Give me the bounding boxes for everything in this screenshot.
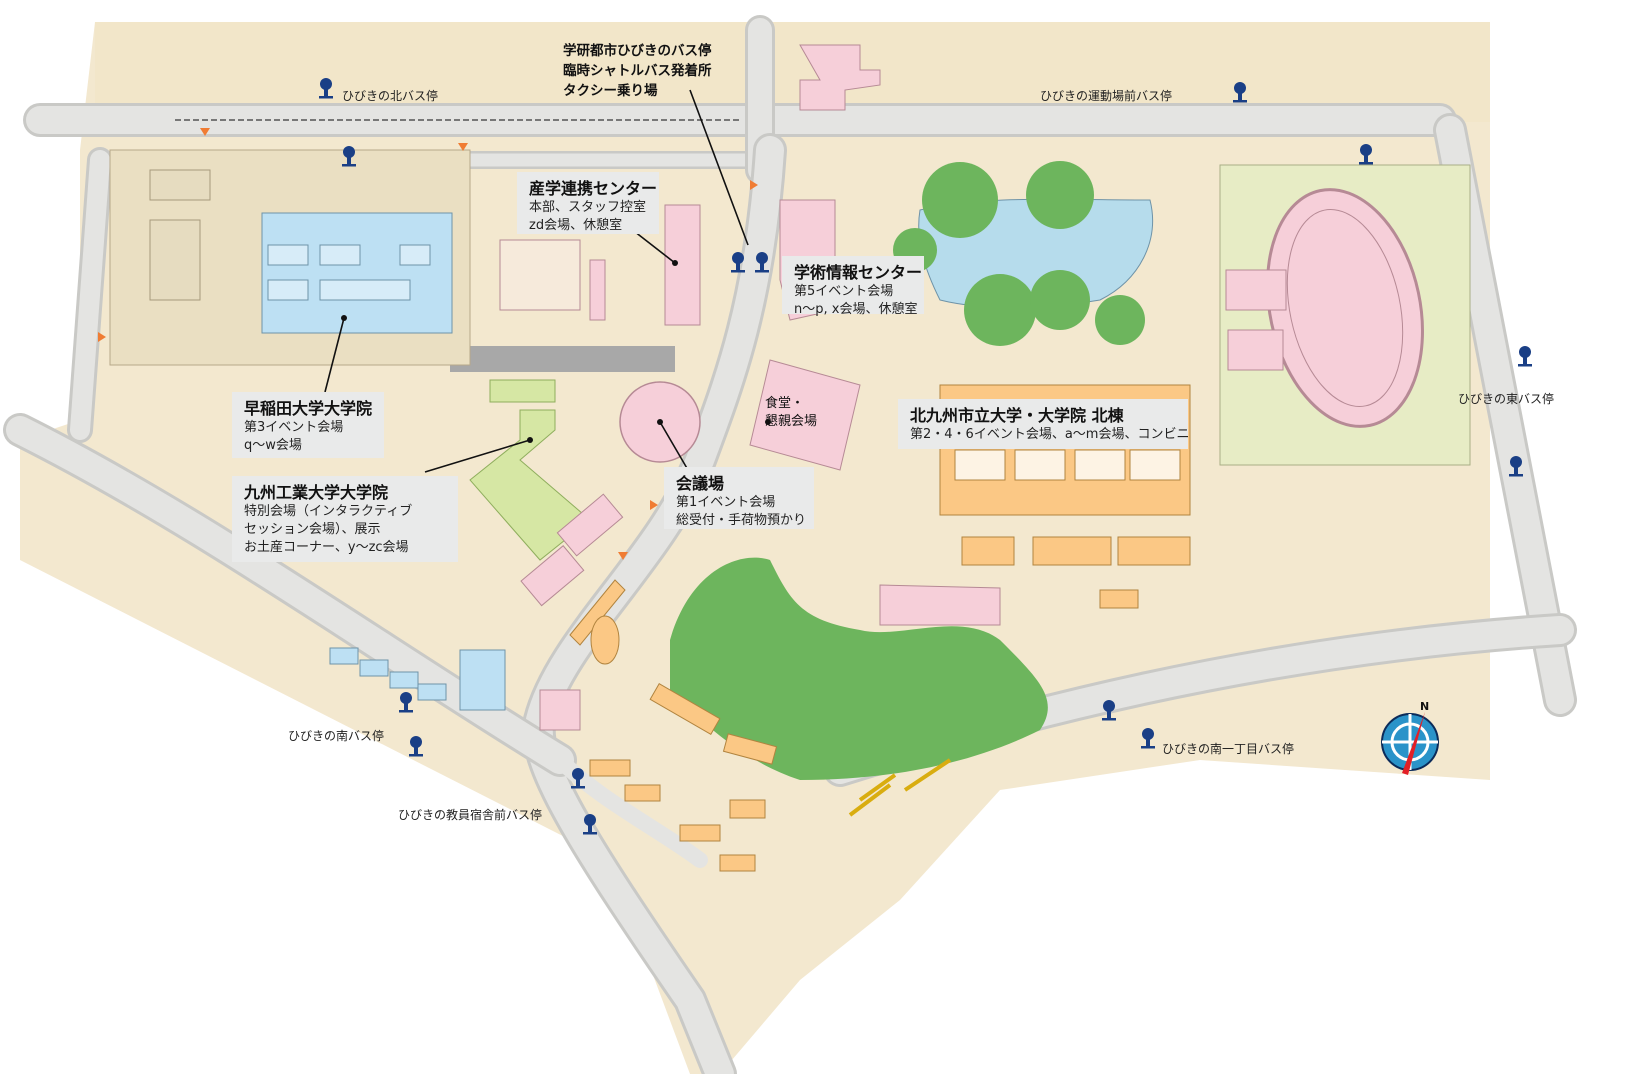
- callout-waseda[interactable]: 早稲田大学大学院 第3イベント会場 q～w会場: [232, 392, 384, 458]
- bus-stop-label: ひびきの教員宿舎前バス停: [398, 808, 543, 822]
- leader-lines: [324, 89, 749, 473]
- shuttle-line-2: 臨時シャトルバス発着所: [563, 63, 712, 79]
- waseda-complex: [109, 149, 471, 366]
- callout-title: 早稲田大学大学院: [244, 399, 373, 418]
- callout-line: セッション会場）、展示: [244, 522, 381, 537]
- athletic-track: [1219, 164, 1471, 466]
- callout-title: 九州工業大学大学院: [244, 483, 389, 502]
- bus-pin-icon[interactable]: [409, 736, 423, 757]
- north-forest: [893, 161, 1145, 346]
- bus-pin-icon[interactable]: [399, 692, 413, 713]
- callout-line: n～p, x会場、休憩室: [794, 302, 918, 317]
- kyutech-annex: [489, 379, 556, 403]
- bus-pin-icon[interactable]: [755, 252, 769, 273]
- compass-label: N: [1420, 700, 1429, 713]
- south-east-yellow: [848, 758, 952, 817]
- bus-pin-icon[interactable]: [1102, 700, 1116, 721]
- south-forest: [670, 557, 1048, 780]
- bus-pin-icon[interactable]: [1233, 82, 1247, 103]
- shuttle-line-3: タクシー乗り場: [563, 83, 658, 99]
- north-building-south-wing: [961, 536, 1191, 609]
- bus-stop-label: ひびきの運動場前バス停: [1040, 89, 1173, 103]
- compass[interactable]: N: [1381, 700, 1439, 775]
- callout-kitakyushu[interactable]: 北九州市立大学・大学院 北棟 第2・4・6イベント会場、a～m会場、コンビニ: [898, 399, 1190, 449]
- bus-pin-icon[interactable]: [583, 814, 597, 835]
- orange-markers: [98, 128, 758, 560]
- callout-line: 第3イベント会場: [244, 420, 344, 435]
- north-pink-building: [799, 44, 881, 111]
- bus-pin-icon[interactable]: [1518, 346, 1532, 367]
- cafeteria-label-1: 食堂・: [765, 396, 805, 411]
- callout-kaigijo[interactable]: 会議場 第1イベント会場 総受付・手荷物預かり: [664, 467, 814, 529]
- pink-south-of-north: [879, 584, 1001, 626]
- south-small-blue: [329, 647, 447, 701]
- bus-pin-icon[interactable]: [319, 78, 333, 99]
- shuttle-line-1: 学研都市ひびきのバス停: [563, 43, 712, 59]
- kyutech-building: [469, 409, 591, 561]
- callout-line: お土産コーナー、y～zc会場: [244, 540, 409, 555]
- pink-buildings-west: [499, 204, 701, 731]
- cafeteria-label-2: 懇親会場: [765, 414, 818, 429]
- north-building-blocks: [954, 449, 1181, 481]
- bus-stop-label: ひびきの南一丁目バス停: [1162, 742, 1295, 756]
- bus-pin-icon[interactable]: [1509, 456, 1523, 477]
- callout-title: 学術情報センター: [794, 263, 923, 282]
- callout-sangaku[interactable]: 産学連携センター 本部、スタッフ控室 zd会場、休憩室: [517, 172, 659, 234]
- callout-line: 特別会場（インタラクティブ: [244, 504, 413, 519]
- callout-line: 第2・4・6イベント会場、a～m会場、コンビニ: [910, 427, 1190, 442]
- bus-stop-label: ひびきの東バス停: [1458, 392, 1555, 406]
- callout-line: 第1イベント会場: [676, 495, 776, 510]
- callout-kyutech[interactable]: 九州工業大学大学院 特別会場（インタラクティブ セッション会場）、展示 お土産コ…: [232, 476, 458, 562]
- west-orange-buildings: [569, 579, 626, 665]
- callout-line: 本部、スタッフ控室: [529, 200, 647, 215]
- south-blue-building: [459, 649, 506, 711]
- callout-gakujutsu[interactable]: 学術情報センター 第5イベント会場 n～p, x会場、休憩室: [782, 256, 924, 317]
- bus-stop-label: ひびきの北バス停: [342, 89, 439, 103]
- callout-title: 会議場: [676, 474, 725, 493]
- callout-line: 総受付・手荷物預かり: [676, 513, 807, 528]
- bus-pin-icon[interactable]: [571, 768, 585, 789]
- callout-line: q～w会場: [244, 438, 302, 453]
- leader-dots: [341, 260, 771, 443]
- callout-line: 第5イベント会場: [794, 284, 894, 299]
- south-dorms: [589, 683, 778, 872]
- callout-title: 北九州市立大学・大学院 北棟: [910, 406, 1124, 425]
- compass-needle: [1402, 712, 1425, 775]
- bus-stop-label: ひびきの南バス停: [288, 729, 385, 743]
- callout-line: zd会場、休憩室: [529, 218, 623, 233]
- bus-pin-icon[interactable]: [1359, 144, 1373, 165]
- cafeteria-building: [749, 359, 861, 471]
- callout-title: 産学連携センター: [529, 179, 658, 198]
- bus-pin-icon[interactable]: [1141, 728, 1155, 749]
- bus-pin-icon[interactable]: [731, 252, 745, 273]
- bus-pin-icon[interactable]: [342, 146, 356, 167]
- gray-plaza: [450, 346, 675, 372]
- bus-pins: [319, 78, 1532, 835]
